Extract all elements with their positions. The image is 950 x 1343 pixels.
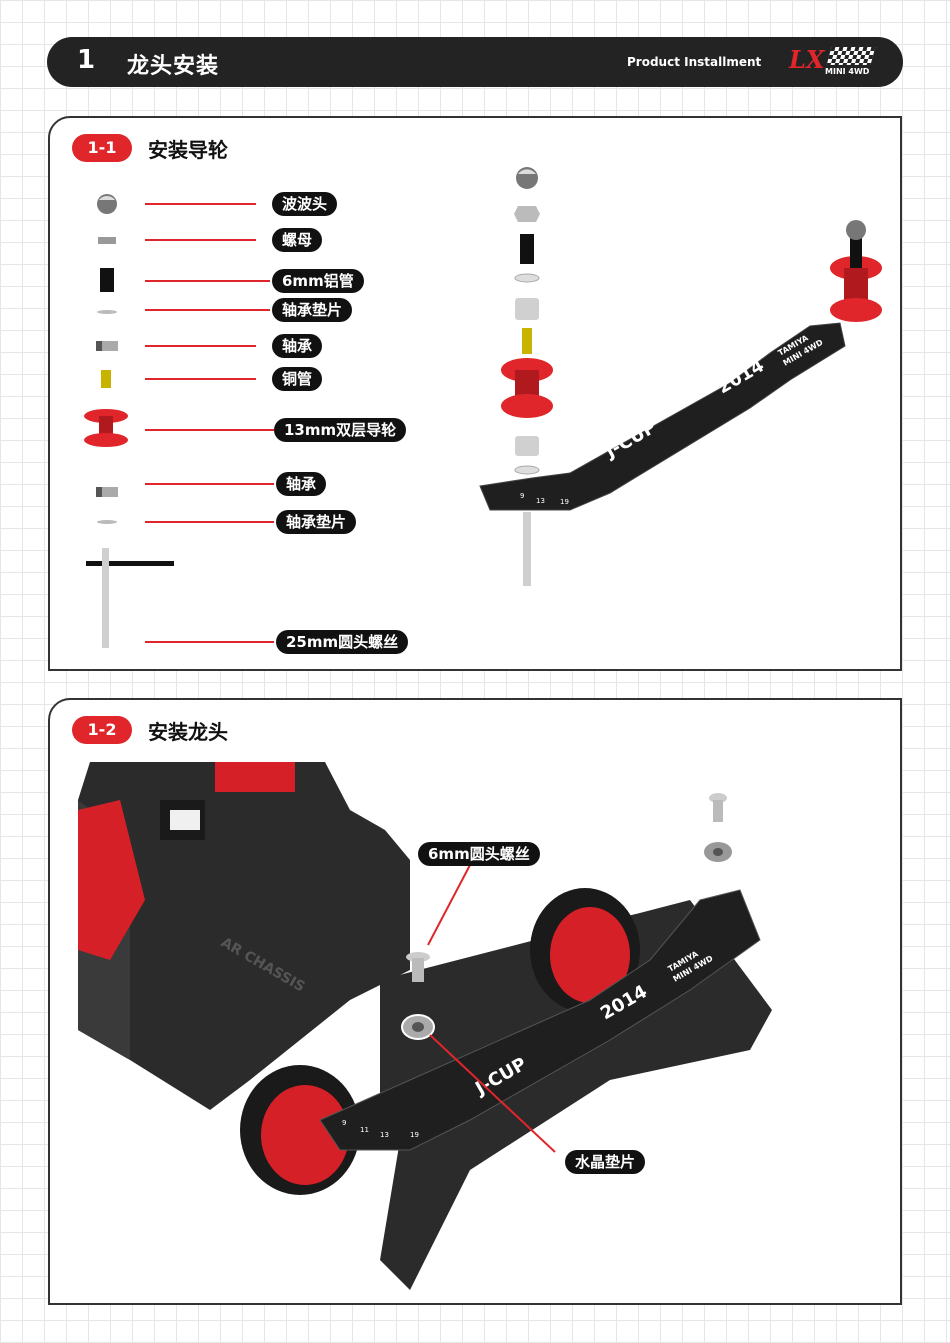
plate-mark: 13 bbox=[536, 497, 545, 505]
step-number: 1 bbox=[77, 45, 96, 75]
panel-title: 安装导轮 bbox=[148, 138, 228, 162]
part-label: 铜管 bbox=[272, 367, 323, 391]
plate-mark: 19 bbox=[560, 498, 569, 506]
panel-install-front-bumper: 1-2 安装龙头 AR CHASSIS J-CUP 2014 TAMIYA MI… bbox=[48, 698, 902, 1305]
exploded-stack bbox=[501, 167, 553, 586]
plate-mark: 13 bbox=[380, 1131, 389, 1139]
chassis-illustration: AR CHASSIS J-CUP 2014 TAMIYA MINI 4WD 9 … bbox=[78, 762, 772, 1290]
brand-logo: LX MINI 4WD bbox=[789, 45, 885, 81]
part-label: 波波头 bbox=[272, 192, 338, 216]
double-roller-part bbox=[84, 409, 128, 447]
carbon-plate-illustration: J-CUP 2014 TAMIYA MINI 4WD 9 13 19 bbox=[479, 220, 882, 511]
screw-label: 6mm圆头螺丝 bbox=[418, 842, 540, 866]
part-label: 6mm铝管 bbox=[272, 269, 364, 293]
part-label: 轴承 bbox=[272, 334, 323, 358]
chassis-body bbox=[78, 762, 410, 1110]
crystal-washer-far bbox=[704, 842, 732, 862]
plate-mark: 9 bbox=[342, 1119, 346, 1127]
screw-part bbox=[86, 548, 174, 648]
plate-mark: 11 bbox=[360, 1126, 369, 1134]
step-badge: 1-2 bbox=[72, 716, 132, 744]
screw-6mm-near bbox=[406, 952, 430, 982]
front-wheel-right bbox=[530, 888, 640, 1012]
part-label: 螺母 bbox=[272, 228, 323, 252]
checkered-flag-icon bbox=[826, 47, 876, 65]
plate-mark: 19 bbox=[410, 1131, 419, 1139]
part-label: 轴承垫片 bbox=[272, 298, 353, 322]
panel-title: 安装龙头 bbox=[148, 720, 228, 744]
nut-part bbox=[98, 237, 116, 244]
bearing-part bbox=[96, 341, 118, 351]
part-label: 13mm双层导轮 bbox=[274, 418, 407, 442]
step-badge: 1-1 bbox=[72, 134, 132, 162]
part-label: 轴承垫片 bbox=[276, 510, 357, 534]
page-title: 龙头安装 bbox=[127, 54, 220, 79]
part-label: 25mm圆头螺丝 bbox=[276, 630, 409, 654]
bearing-part-2 bbox=[96, 487, 118, 497]
screw-6mm-far bbox=[709, 793, 727, 822]
logo-mark: LX bbox=[789, 45, 825, 74]
part-label: 轴承 bbox=[276, 472, 327, 496]
washer-part-2 bbox=[97, 520, 117, 524]
page-subtitle: Product Installment bbox=[627, 55, 762, 69]
washer-label: 水晶垫片 bbox=[565, 1150, 646, 1174]
carbon-plate-mounted bbox=[319, 889, 761, 1151]
front-wheel-left bbox=[240, 1065, 360, 1195]
logo-sub: MINI 4WD bbox=[825, 67, 870, 76]
crystal-washer-near bbox=[401, 1014, 435, 1040]
plate-mark: 9 bbox=[520, 492, 524, 500]
section-header: 1 龙头安装 Product Installment LX MINI 4WD bbox=[47, 37, 903, 87]
brass-tube-part bbox=[101, 370, 111, 388]
washer-part bbox=[97, 310, 117, 314]
panel-install-guide-roller: 1-1 安装导轮 bbox=[48, 116, 902, 671]
tube-part bbox=[100, 268, 114, 292]
parts-illustration: J-CUP 2014 TAMIYA MINI 4WD 9 13 19 bbox=[84, 167, 882, 648]
